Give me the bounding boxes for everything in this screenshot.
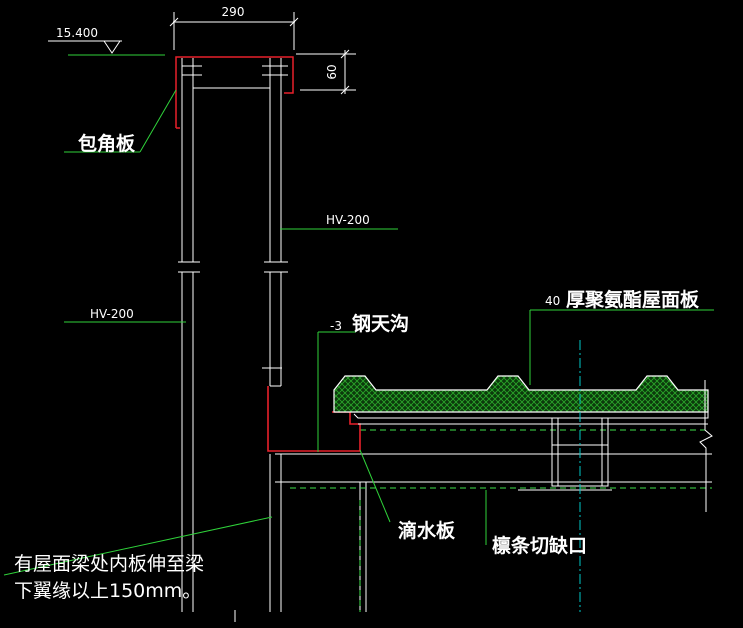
gutter-label: 钢天沟 bbox=[352, 312, 409, 335]
roof-panel bbox=[333, 375, 709, 425]
gutter-thickness-label: -3 bbox=[330, 319, 342, 333]
dimension-60-text: 60 bbox=[325, 64, 339, 79]
right-column-label: HV-200 bbox=[326, 213, 370, 227]
dimension-290-text: 290 bbox=[222, 5, 245, 19]
note-line-2: 下翼缘以上150mm。 bbox=[14, 580, 201, 602]
elevation-marker bbox=[48, 40, 122, 54]
elevation-text: 15.400 bbox=[56, 26, 98, 40]
dashed-hidden-lines bbox=[290, 429, 712, 612]
break-marks bbox=[178, 261, 713, 622]
left-column-label: HV-200 bbox=[90, 307, 134, 321]
height-dimension bbox=[296, 49, 356, 95]
leaders bbox=[3, 89, 714, 576]
roof-panel-label: 厚聚氨酯屋面板 bbox=[566, 288, 700, 311]
top-dimension bbox=[169, 12, 299, 50]
note-line-1: 有屋面梁处内板伸至梁 bbox=[14, 553, 204, 575]
drip-plate-label: 滴水板 bbox=[398, 519, 456, 542]
corner-flashing bbox=[175, 56, 294, 129]
purlin-notch-label: 檩条切缺口 bbox=[492, 534, 587, 557]
lower-structure bbox=[269, 453, 712, 612]
corner-plate-label: 包角板 bbox=[78, 132, 136, 155]
panel-thickness-label: 40 bbox=[545, 294, 560, 308]
parapet-columns bbox=[181, 58, 288, 612]
